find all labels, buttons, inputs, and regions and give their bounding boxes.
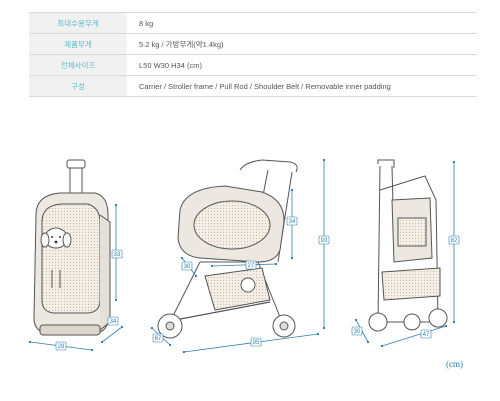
spec-label: 구성 <box>29 75 127 97</box>
spec-label: 제품무게 <box>29 33 127 55</box>
dim-carrier-width: 28 <box>55 341 67 351</box>
spec-row-max-weight: 최대수용무게 8 kg <box>29 12 477 34</box>
stroller-front-illustration <box>368 159 448 332</box>
dim-stroller-width: 30 <box>181 261 193 271</box>
svg-text:27: 27 <box>248 263 255 269</box>
dim-stroller-total-height: 93 <box>318 235 330 245</box>
svg-text:47: 47 <box>423 332 430 338</box>
spec-label: 전체사이즈 <box>29 54 127 76</box>
dim-stroller-inner: 27 <box>245 260 257 270</box>
dog-icon <box>40 227 72 288</box>
unit-label: (cm) <box>446 359 463 369</box>
dim-stroller-body-height: 34 <box>286 216 298 226</box>
svg-text:30: 30 <box>184 264 191 270</box>
svg-text:95: 95 <box>253 340 260 346</box>
spec-row-components: 구성 Carrier / Stroller frame / Pull Rod /… <box>29 75 477 97</box>
svg-text:34: 34 <box>110 319 117 325</box>
carrier-illustration <box>33 159 111 336</box>
svg-text:30: 30 <box>354 329 361 335</box>
dim-stroller-length: 95 <box>250 337 262 347</box>
stroller-illustration <box>157 159 298 339</box>
spec-value: Carrier / Stroller frame / Pull Rod / Sh… <box>127 75 477 97</box>
dim-front-height: 82 <box>448 235 460 245</box>
svg-text:67: 67 <box>155 336 162 342</box>
svg-text:82: 82 <box>451 238 458 244</box>
svg-text:34: 34 <box>289 219 296 225</box>
dimension-labels: 33 28 34 34 93 30 27 67 95 82 30 47 <box>55 216 460 351</box>
dim-front-depth: 47 <box>420 329 432 339</box>
svg-text:33: 33 <box>114 252 121 258</box>
spec-row-product-weight: 제품무게 5.2 kg / 가방무게(약1.4kg) <box>29 33 477 55</box>
dim-stroller-wheel: 67 <box>152 333 164 343</box>
svg-text:93: 93 <box>321 238 328 244</box>
svg-text:28: 28 <box>58 344 65 350</box>
dim-front-width: 30 <box>351 326 363 336</box>
dim-carrier-depth: 34 <box>107 316 119 326</box>
spec-table: 최대수용무게 8 kg 제품무게 5.2 kg / 가방무게(약1.4kg) 전… <box>29 12 477 97</box>
dim-carrier-height: 33 <box>111 249 123 259</box>
spec-row-size: 전체사이즈 L50 W30 H34 (cm) <box>29 54 477 76</box>
